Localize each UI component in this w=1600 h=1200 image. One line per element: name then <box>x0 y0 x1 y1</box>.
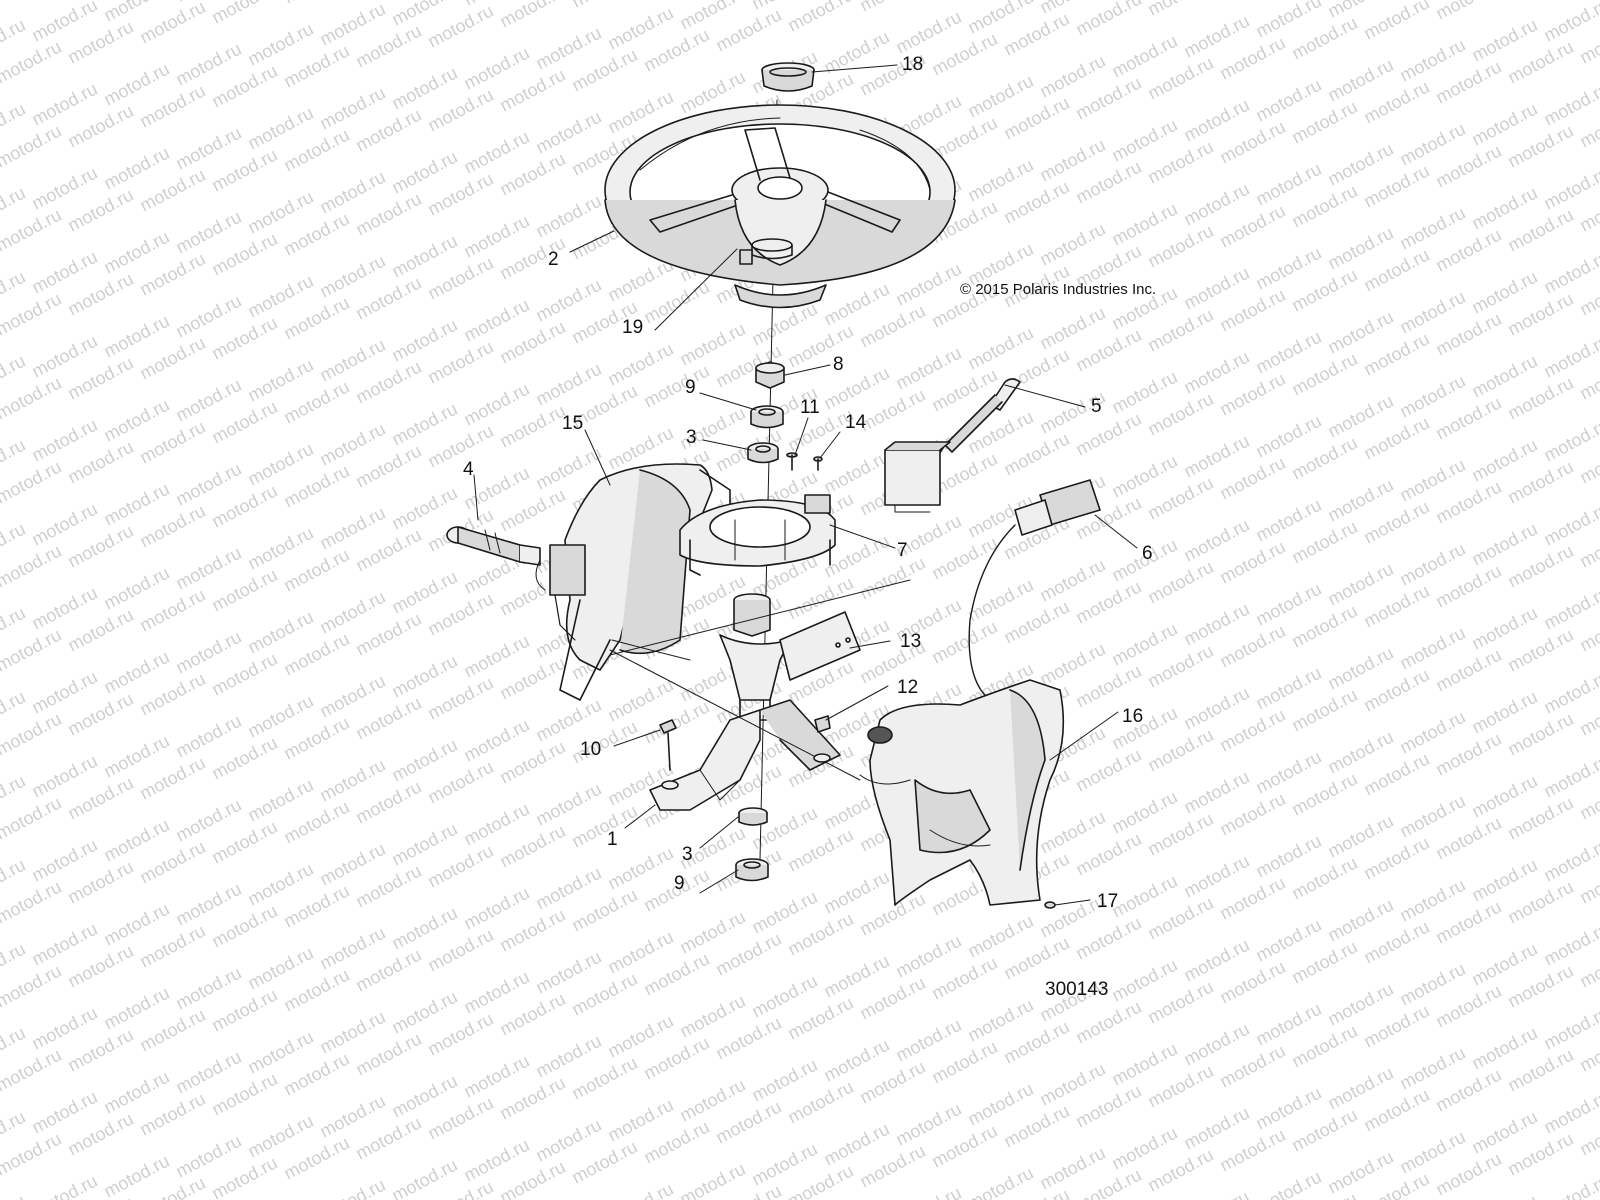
part-2-steering-wheel <box>604 104 956 309</box>
callout-16: 16 <box>1122 706 1144 727</box>
part-11-screw <box>786 452 798 471</box>
part-9-bearing-upper <box>750 405 784 429</box>
callout-2: 2 <box>548 249 559 270</box>
callout-3-lower: 3 <box>682 844 693 865</box>
part-17-screw <box>1044 901 1056 909</box>
callout-14: 14 <box>845 412 867 433</box>
part-3-bushing-upper <box>747 442 779 464</box>
callout-9-lower: 9 <box>674 873 685 894</box>
part-6-wiring-connector <box>968 479 1101 701</box>
callout-13: 13 <box>900 631 922 652</box>
copyright-notice: © 2015 Polaris Industries Inc. <box>960 281 1157 298</box>
part-3-bushing-lower <box>738 807 768 826</box>
callout-7: 7 <box>897 540 908 561</box>
callout-15: 15 <box>562 413 584 434</box>
part-8-nut <box>755 361 785 389</box>
callout-12: 12 <box>897 677 919 698</box>
part-10-bolt <box>659 719 679 790</box>
callout-5: 5 <box>1091 396 1102 417</box>
part-18-hub-cap <box>761 62 815 92</box>
part-14-screw <box>813 456 823 471</box>
callout-4: 4 <box>463 459 474 480</box>
callout-17: 17 <box>1097 891 1119 912</box>
callout-6: 6 <box>1142 543 1153 564</box>
callout-10: 10 <box>580 739 602 760</box>
callout-1: 1 <box>607 829 618 850</box>
part-9-bearing-lower <box>735 858 769 882</box>
figure-number: 300143 <box>1045 979 1109 1000</box>
callout-3-upper: 3 <box>686 427 697 448</box>
part-5-right-lever-switch <box>884 378 1021 513</box>
callout-11: 11 <box>800 397 820 418</box>
callout-18: 18 <box>902 54 924 75</box>
part-16-lower-console <box>859 679 1065 906</box>
callout-8: 8 <box>833 354 844 375</box>
callout-19: 19 <box>622 317 644 338</box>
callout-9-upper: 9 <box>685 377 696 398</box>
part-4-left-lever-switch <box>446 526 586 641</box>
